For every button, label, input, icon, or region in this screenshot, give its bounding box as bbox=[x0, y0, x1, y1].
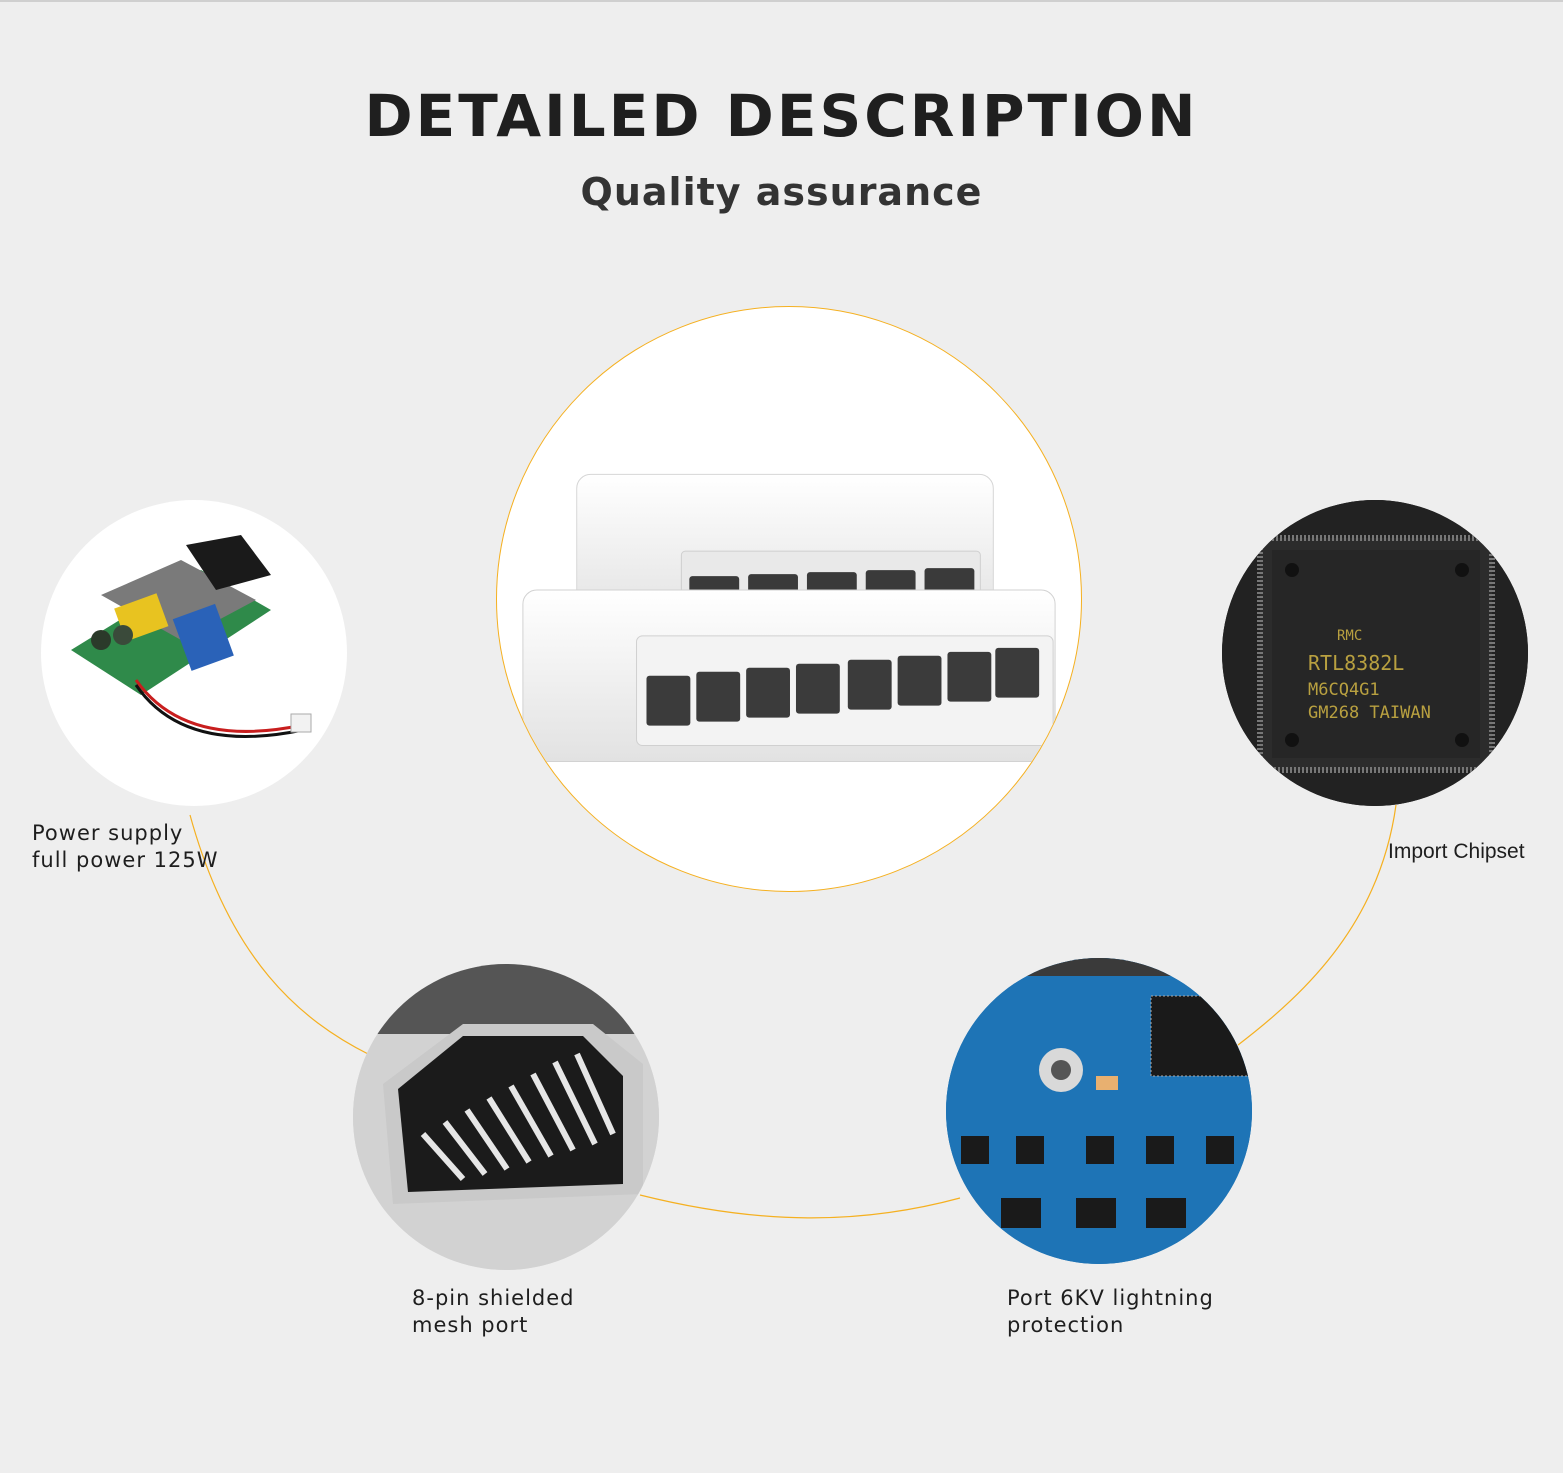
rj45-port-circle bbox=[353, 964, 659, 1270]
top-divider bbox=[0, 0, 1563, 2]
feature-label-line: Power supply bbox=[32, 821, 184, 845]
chipset-icon: RMC RTL8382L M6CQ4G1 GM268 TAIWAN bbox=[1222, 500, 1528, 806]
power-supply-circle bbox=[41, 500, 347, 806]
feature-label-line: Port 6KV lightning bbox=[1007, 1286, 1214, 1310]
feature-label-port: 8-pin shielded mesh port bbox=[412, 1285, 575, 1339]
feature-label-line: mesh port bbox=[412, 1313, 529, 1337]
feature-label-chipset: Import Chipset bbox=[1388, 838, 1525, 865]
feature-label-line: protection bbox=[1007, 1313, 1125, 1337]
feature-label-line: 8-pin shielded bbox=[412, 1286, 575, 1310]
feature-label-lightning-protection: Port 6KV lightning protection bbox=[1007, 1285, 1214, 1339]
rj45-port-icon bbox=[353, 964, 659, 1270]
power-supply-board-icon bbox=[71, 535, 312, 739]
feature-label-line: full power 125W bbox=[32, 848, 219, 872]
page-subtitle: Quality assurance bbox=[580, 170, 983, 214]
page-title: DETAILED DESCRIPTION bbox=[364, 82, 1199, 150]
chip-origin-text: GM268 TAIWAN bbox=[1308, 703, 1431, 723]
chip-lot-text: M6CQ4G1 bbox=[1308, 680, 1380, 700]
chip-brand-text: RMC bbox=[1337, 628, 1362, 644]
feature-label-power-supply: Power supply full power 125W bbox=[32, 820, 218, 874]
network-switch-icon bbox=[522, 473, 1056, 762]
product-image-circle bbox=[496, 306, 1082, 892]
feature-label-line: Import Chipset bbox=[1388, 840, 1525, 863]
pcb-protection-circle bbox=[946, 958, 1252, 1264]
chipset-circle: RMC RTL8382L M6CQ4G1 GM268 TAIWAN bbox=[1222, 500, 1528, 806]
chip-model-text: RTL8382L bbox=[1308, 651, 1404, 675]
pcb-protection-icon bbox=[946, 958, 1252, 1264]
